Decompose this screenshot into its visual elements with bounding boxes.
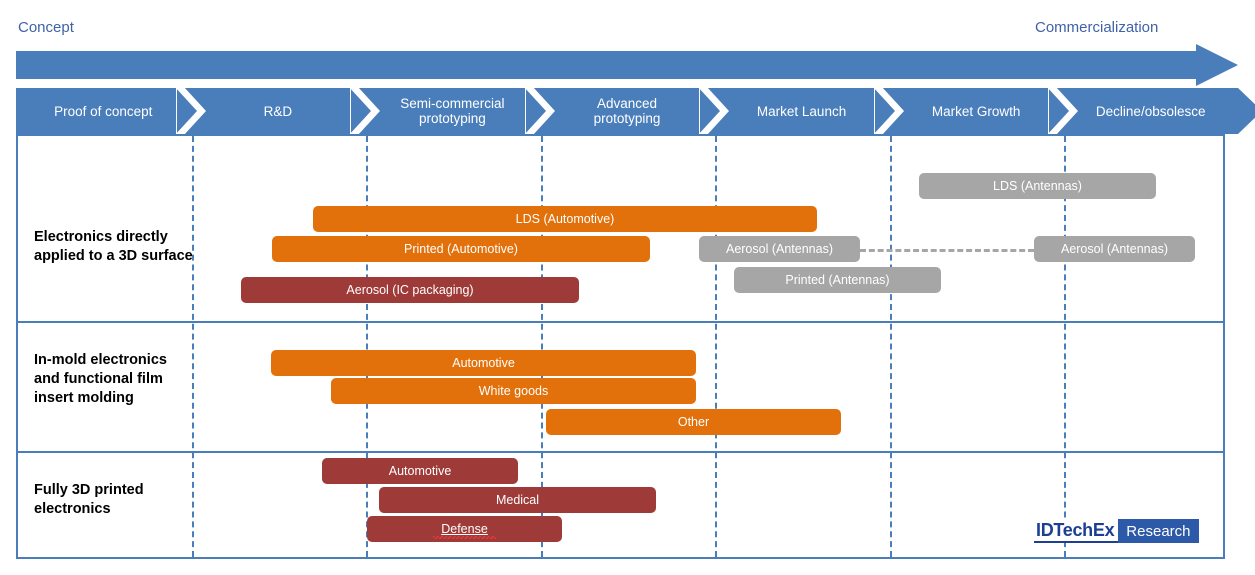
roadmap-bar-label: Printed (Automotive): [404, 242, 518, 256]
row-label: Fully 3D printed electronics: [34, 482, 144, 517]
stage-6[interactable]: Market Growth: [888, 88, 1064, 134]
chart-body: Electronics directly applied to a 3D sur…: [16, 134, 1225, 559]
stage-label: Decline/obsolesce: [1095, 103, 1206, 119]
roadmap-bar-label: Medical: [495, 493, 540, 507]
roadmap-bar[interactable]: Aerosol (Antennas): [699, 236, 860, 262]
idtechex-logo: IDTechEx Research: [1034, 519, 1199, 543]
stage-3[interactable]: Semi-commercial prototyping: [365, 88, 540, 134]
roadmap-bar-label: Automotive: [388, 464, 452, 478]
gridline: [1064, 136, 1067, 557]
roadmap-bar[interactable]: Automotive: [271, 350, 696, 376]
roadmap-bar-label: Defense: [433, 522, 496, 539]
stage-label: Proof of concept: [54, 103, 153, 119]
gridline: [715, 136, 718, 557]
row-label: Electronics directly applied to a 3D sur…: [34, 229, 193, 264]
roadmap-bar-label: LDS (Antennas): [993, 179, 1082, 193]
timeline-arrow-head: [1196, 44, 1238, 86]
gridline: [191, 136, 194, 557]
gridline: [889, 136, 892, 557]
logo-brand: IDTechEx: [1034, 519, 1119, 543]
stage-2[interactable]: R&D: [190, 88, 366, 134]
stage-label: R&D: [263, 103, 293, 119]
roadmap-bar[interactable]: Aerosol (IC packaging): [241, 277, 579, 303]
concept-label: Concept: [18, 19, 74, 36]
stage-7[interactable]: Decline/obsolesce: [1063, 88, 1238, 134]
roadmap-bar-label: White goods: [478, 384, 549, 398]
roadmap-bar-label: Aerosol (IC packaging): [346, 283, 474, 297]
roadmap-bar-label: Automotive: [452, 356, 515, 370]
bar-connector: [860, 249, 1034, 252]
stage-band: Proof of concept R&D Semi-commercial proto…: [16, 88, 1255, 134]
stage-label: Market Launch: [756, 103, 847, 119]
roadmap-bar[interactable]: Defense: [367, 516, 562, 542]
timeline-arrow-shaft: [16, 51, 1202, 79]
roadmap-bar-label: Aerosol (Antennas): [1060, 242, 1168, 256]
roadmap-bar-label: LDS (Automotive): [515, 212, 615, 226]
stage-5[interactable]: Market Launch: [714, 88, 889, 134]
roadmap-bar-label: Other: [677, 415, 710, 429]
stage-label: Market Growth: [931, 103, 1021, 119]
stage-label: Semi-commercial prototyping: [400, 96, 505, 126]
roadmap-bar[interactable]: LDS (Antennas): [919, 173, 1156, 199]
roadmap-bar-label: Printed (Antennas): [785, 273, 890, 287]
commercialization-label: Commercialization: [1035, 19, 1159, 36]
roadmap-bar[interactable]: Aerosol (Antennas): [1034, 236, 1195, 262]
stage-4[interactable]: Advanced prototyping: [539, 88, 715, 134]
roadmap-bar[interactable]: Printed (Antennas): [734, 267, 941, 293]
stage-band-tip: [1238, 88, 1255, 134]
row-label: In-mold electronics and functional film …: [34, 352, 167, 406]
stage-1[interactable]: Proof of concept: [16, 88, 191, 134]
roadmap-bar-label: Aerosol (Antennas): [725, 242, 833, 256]
roadmap-bar[interactable]: Other: [546, 409, 841, 435]
row-divider: [18, 321, 1223, 323]
roadmap-bar[interactable]: Automotive: [322, 458, 518, 484]
roadmap-bar[interactable]: White goods: [331, 378, 696, 404]
roadmap-bar[interactable]: Printed (Automotive): [272, 236, 650, 262]
roadmap-bar[interactable]: Medical: [379, 487, 656, 513]
gridline: [540, 136, 543, 557]
logo-product: Research: [1118, 519, 1199, 543]
timeline-arrow: [16, 44, 1238, 86]
row-divider: [18, 451, 1223, 453]
gridline: [366, 136, 369, 557]
roadmap-bar[interactable]: LDS (Automotive): [313, 206, 817, 232]
stage-label: Advanced prototyping: [593, 96, 661, 126]
